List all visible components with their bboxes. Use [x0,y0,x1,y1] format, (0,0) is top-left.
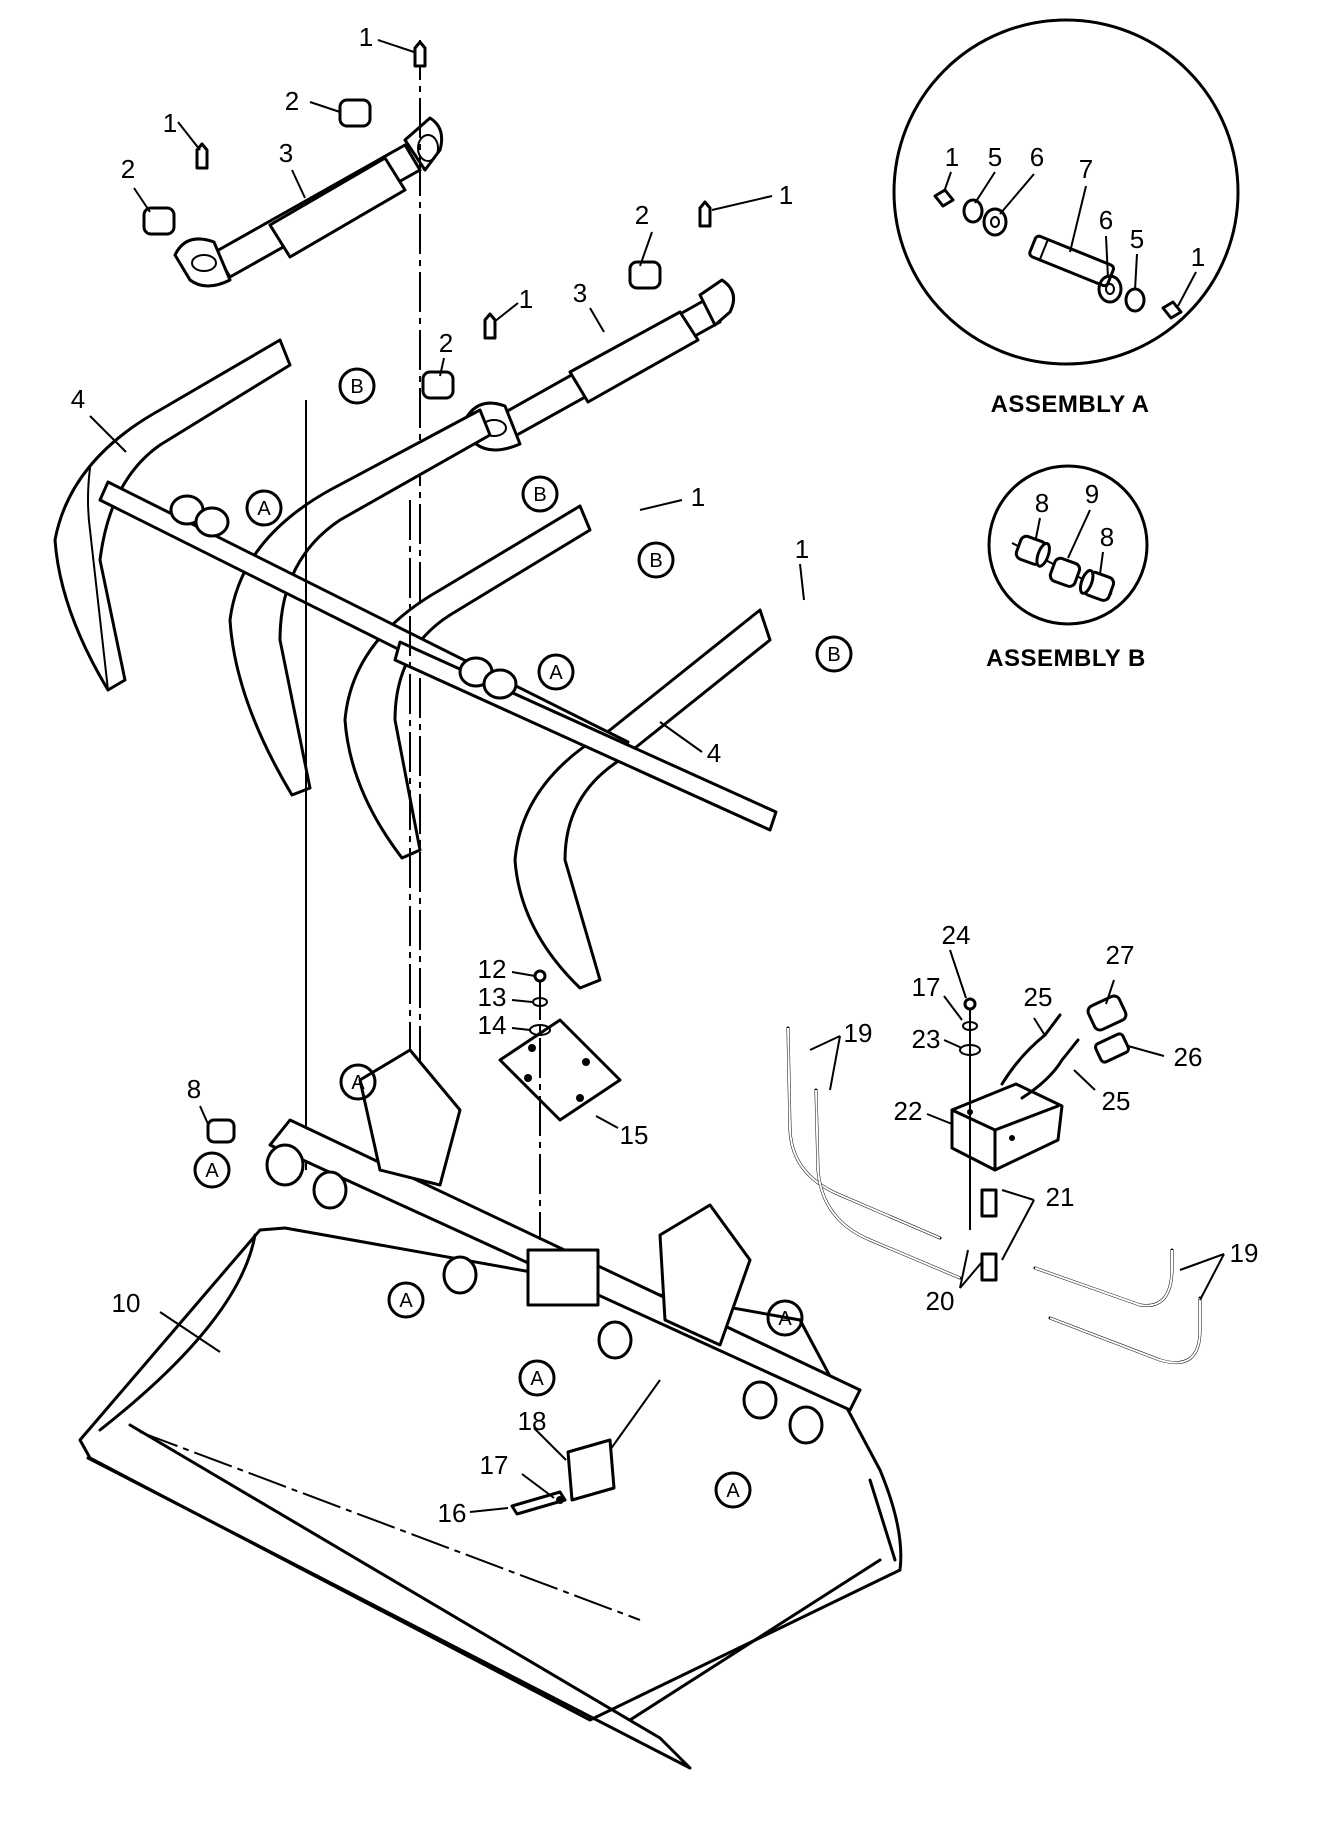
svg-text:A: A [726,1480,740,1502]
svg-text:B: B [649,550,662,572]
callout-25: 25 [1024,982,1053,1012]
callout-3: 3 [573,278,587,308]
callout-2: 2 [439,328,453,358]
hose-assembly [786,994,1202,1365]
svg-text:A: A [205,1160,219,1182]
asm-a-callout-1b: 1 [1191,242,1205,272]
leader-lines [89,39,1225,1513]
callout-25: 25 [1102,1086,1131,1116]
hydraulic-cylinder-upper [173,40,444,1138]
svg-text:A: A [549,662,563,684]
callout-1: 1 [359,22,373,52]
callout-26: 26 [1174,1042,1203,1072]
asm-a-callout-1: 1 [945,142,959,172]
svg-text:A: A [399,1290,413,1312]
svg-text:B: B [350,376,363,398]
callout-17: 17 [912,972,941,1002]
asm-a-callout-5: 5 [988,142,1002,172]
callout-20: 20 [926,1286,955,1316]
callout-15: 15 [620,1120,649,1150]
spacer-bushings [142,98,662,400]
ref-circle-a-8: A [714,1471,752,1509]
svg-text:A: A [257,498,271,520]
asm-b-callout-8b: 8 [1100,522,1114,552]
callout-1: 1 [795,534,809,564]
callout-3: 3 [279,138,293,168]
callout-14: 14 [478,1010,507,1040]
asm-a-callout-6b: 6 [1099,205,1113,235]
callout-2: 2 [285,86,299,116]
ref-circles: B A B B A B A A A A A A [193,367,853,1509]
callout-labels: 1 2 1 2 3 2 1 1 3 2 4 1 1 4 12 13 14 15 … [71,22,1259,1528]
assembly-b-detail: 8 9 8 ASSEMBLY B [986,464,1149,672]
grapple-tines [53,338,778,1170]
ref-circle-b-1: B [338,367,376,405]
hydraulic-cylinder-middle [463,200,736,452]
callout-1: 1 [163,108,177,138]
callout-19: 19 [844,1018,873,1048]
ref-circle-a-1: A [245,489,283,527]
svg-text:B: B [827,644,840,666]
ref-circle-a-5: A [387,1281,425,1319]
callout-19: 19 [1230,1238,1259,1268]
callout-23: 23 [912,1024,941,1054]
assembly-a-detail: 1 5 6 7 6 5 1 ASSEMBLY A [892,18,1240,418]
callout-1: 1 [519,284,533,314]
ref-circle-b-2: B [521,475,559,513]
callout-13: 13 [478,982,507,1012]
asm-b-callout-8: 8 [1035,488,1049,518]
callout-2: 2 [121,154,135,184]
ref-circle-a-2: A [537,653,575,691]
ref-circle-b-3: B [637,541,675,579]
callout-18: 18 [518,1406,547,1436]
asm-a-callout-6: 6 [1030,142,1044,172]
bucket [78,1226,903,1770]
callout-4: 4 [707,738,721,768]
assembly-a-title: ASSEMBLY A [991,391,1150,418]
callout-2: 2 [635,200,649,230]
bucket-frame [206,1048,862,1445]
callout-24: 24 [942,920,971,950]
callout-22: 22 [894,1096,923,1126]
asm-b-callout-9: 9 [1085,479,1099,509]
svg-text:A: A [530,1368,544,1390]
callout-17: 17 [480,1450,509,1480]
ref-circle-a-3: A [339,1063,377,1101]
callout-21: 21 [1046,1182,1075,1212]
plate-15 [498,969,622,1240]
svg-text:A: A [351,1072,365,1094]
callout-16: 16 [438,1498,467,1528]
asm-a-callout-7: 7 [1079,154,1093,184]
ref-circle-a-7: A [518,1359,556,1397]
callout-1: 1 [691,482,705,512]
ref-circle-a-6: A [766,1299,804,1337]
callout-4: 4 [71,384,85,414]
callout-8: 8 [187,1074,201,1104]
callout-1: 1 [779,180,793,210]
ref-circle-a-4: A [193,1151,231,1189]
callout-12: 12 [478,954,507,984]
callout-27: 27 [1106,940,1135,970]
svg-text:B: B [533,484,546,506]
asm-a-callout-5b: 5 [1130,224,1144,254]
svg-text:A: A [778,1308,792,1330]
callout-10: 10 [112,1288,141,1318]
assembly-b-title: ASSEMBLY B [986,645,1146,672]
ref-circle-b-4: B [815,635,853,673]
